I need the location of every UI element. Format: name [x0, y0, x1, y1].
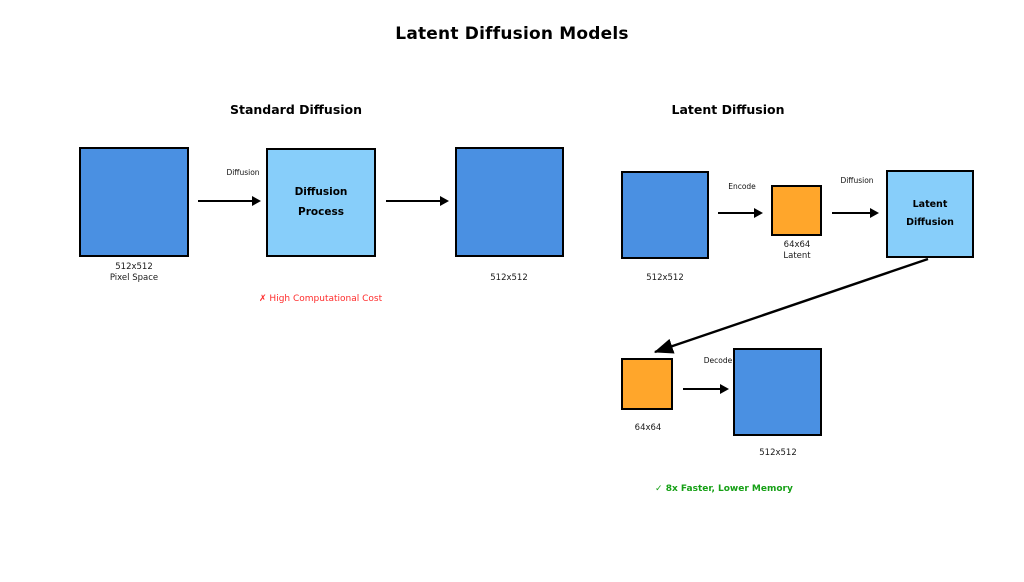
latent-decoded-code-box [621, 358, 673, 410]
standard-output-caption: 512x512 [490, 273, 528, 283]
latent-benefit-note: ✓ 8x Faster, Lower Memory [655, 484, 793, 494]
latent-benefit-note-text: 8x Faster, Lower Memory [665, 484, 793, 494]
standard-input-caption: 512x512 Pixel Space [109, 262, 159, 284]
cross-icon: ✗ [259, 294, 267, 304]
latent-input-image-box [621, 171, 709, 259]
latent-code-caption: 64x64 Latent [783, 240, 811, 262]
latent-arrow-to-diffusion [832, 208, 879, 218]
page-title: Latent Diffusion Models [395, 24, 629, 44]
standard-arrow-input-to-process [198, 196, 261, 206]
section-title-standard-diffusion: Standard Diffusion [229, 102, 363, 117]
latent-diffusion-line1: Latent [912, 198, 948, 210]
latent-diffusion-line2: Diffusion [906, 217, 954, 228]
latent-output-image-box [733, 348, 822, 436]
latent-arrow-decode [683, 384, 729, 394]
latent-diffusion-arrow-label: Diffusion [840, 176, 874, 185]
diffusion-process-box: Diffusion Process [266, 148, 376, 257]
standard-arrow-process-to-output [386, 196, 449, 206]
standard-output-image-box [455, 147, 564, 257]
standard-input-image-box [79, 147, 189, 257]
latent-output-caption: 512x512 [759, 448, 797, 458]
standard-arrow1-label: Diffusion [226, 168, 260, 177]
decode-arrow-label: Decode [703, 356, 733, 365]
diffusion-process-line1: Diffusion [294, 185, 348, 198]
standard-cost-note-text: High Computational Cost [269, 294, 383, 304]
section-title-latent-diffusion: Latent Diffusion [671, 102, 785, 117]
standard-cost-note: ✗ High Computational Cost [259, 294, 382, 304]
latent-input-caption: 512x512 [646, 273, 684, 283]
latent-arrow-encode [718, 208, 763, 218]
latent-diffusion-box: Latent Diffusion [886, 170, 974, 258]
check-icon: ✓ [655, 484, 663, 494]
diffusion-process-line2: Process [298, 205, 344, 218]
latent-decoded-code-caption: 64x64 [634, 423, 662, 433]
latent-code-box [771, 185, 822, 236]
encode-arrow-label: Encode [728, 182, 756, 191]
